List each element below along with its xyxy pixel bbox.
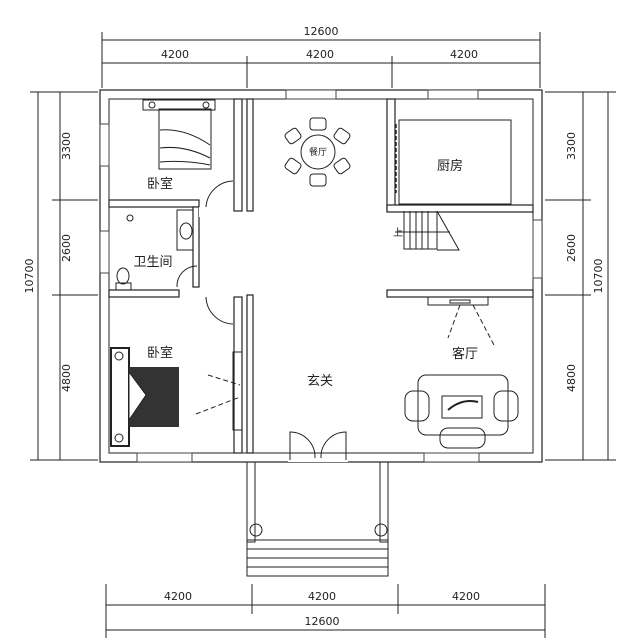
label-dining: 餐厅 [309, 146, 327, 158]
right-dim-3: 4800 [565, 364, 578, 392]
label-kitchen: 厨房 [437, 158, 463, 174]
right-dimensions: 3300 2600 4800 10700 [545, 91, 616, 461]
top-dim-1: 4200 [161, 48, 189, 61]
bed-icon [110, 347, 179, 447]
dining-table-icon [284, 117, 351, 187]
label-stairs-up: 上 [393, 227, 403, 239]
top-total-dim: 12600 [304, 25, 339, 38]
left-dim-3: 4800 [60, 364, 73, 392]
bathroom-fixtures [115, 209, 194, 291]
top-dim-2: 4200 [306, 48, 334, 61]
room-labels: 卧室 卫生间 卧室 餐厅 厨房 上 玄关 客厅 [133, 146, 478, 389]
bottom-dim-1: 4200 [164, 590, 192, 603]
bottom-dim-3: 4200 [452, 590, 480, 603]
label-entrance: 玄关 [307, 374, 333, 389]
bottom-dim-2: 4200 [308, 590, 336, 603]
doors [176, 124, 397, 460]
porch [246, 461, 389, 577]
right-dim-1: 3300 [565, 132, 578, 160]
bottom-dimensions: 4200 4200 4200 12600 [105, 584, 546, 638]
left-total-dim: 10700 [23, 259, 36, 294]
kitchen-counter [398, 119, 512, 205]
double-bed-icon [142, 99, 216, 170]
stairs-icon [395, 210, 460, 251]
tv-cabinet-icon [195, 351, 243, 431]
label-bedroom-top: 卧室 [147, 176, 173, 192]
right-dim-2: 2600 [565, 234, 578, 262]
right-total-dim: 10700 [592, 259, 605, 294]
left-dim-2: 2600 [60, 234, 73, 262]
windows [99, 89, 543, 463]
label-bathroom: 卫生间 [133, 255, 172, 270]
top-dim-3: 4200 [450, 48, 478, 61]
living-room-furniture [404, 296, 519, 449]
toilet-icon [116, 267, 130, 285]
label-living: 客厅 [452, 346, 478, 362]
bottom-total-dim: 12600 [305, 615, 340, 628]
left-dimensions: 10700 3300 2600 4800 [23, 91, 98, 461]
label-bedroom-bottom: 卧室 [147, 345, 173, 361]
left-dim-1: 3300 [60, 132, 73, 160]
top-dimensions: 12600 4200 4200 4200 [101, 25, 541, 88]
